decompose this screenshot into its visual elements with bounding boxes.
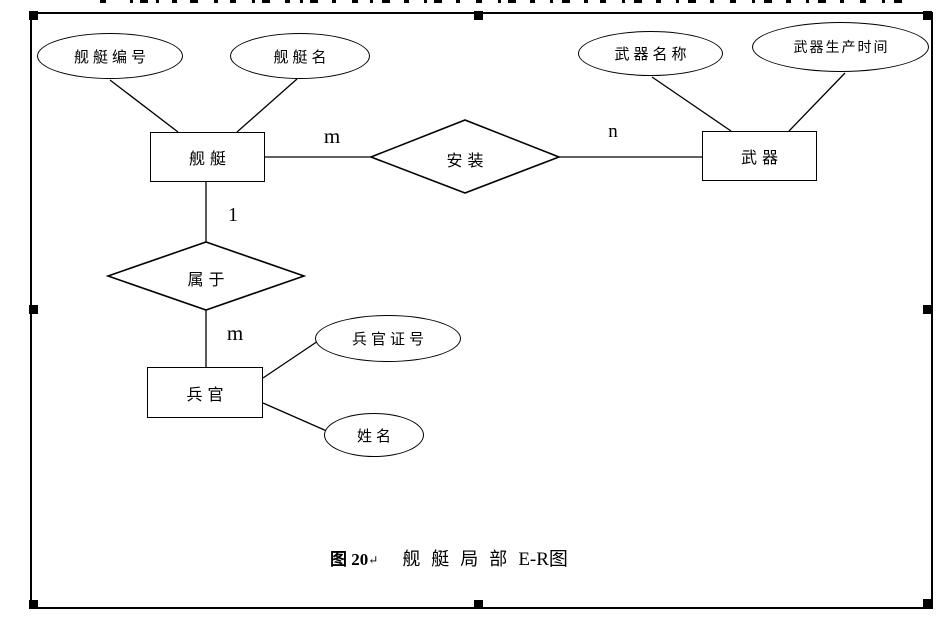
figure-number: 图 20 [330, 550, 369, 569]
attribute-label: 武器生产时间 [793, 41, 890, 56]
relationship-belong-diamond[interactable] [105, 241, 307, 311]
attribute-label: 武器名称 [614, 47, 691, 63]
attribute-warship-name[interactable]: 舰艇名 [230, 33, 370, 79]
entity-weapon[interactable]: 武器 [702, 131, 817, 181]
caption-title-zh: 舰艇局部 [402, 549, 519, 569]
figure-caption[interactable]: 图 20↵ 舰艇局部E-R图 [330, 544, 568, 571]
relationship-belong-label: 属于 [187, 272, 230, 289]
selection-handle-bottom-middle[interactable] [474, 600, 483, 609]
cardinality-m-belong-officer: m [226, 321, 244, 345]
attribute-label: 舰艇名 [273, 49, 331, 66]
return-mark: ↵ [368, 553, 379, 567]
selection-handle-middle-right[interactable] [923, 305, 932, 314]
attribute-person-name[interactable]: 姓名 [324, 413, 424, 457]
selection-handle-bottom-right[interactable] [923, 599, 932, 608]
connector-weaponname-weapon[interactable] [651, 76, 732, 132]
selection-handle-top-left[interactable] [29, 11, 38, 20]
connector-warshipno-warship[interactable] [109, 79, 179, 133]
cardinality-n-install-weapon: n [608, 121, 618, 142]
entity-officer[interactable]: 兵官 [147, 367, 263, 418]
attribute-weapon-name[interactable]: 武器名称 [578, 31, 723, 76]
selection-handle-top-middle[interactable] [474, 11, 483, 20]
drawing-canvas-frame[interactable] [30, 12, 933, 609]
selection-handle-top-right[interactable] [923, 11, 932, 20]
connector-prodtime-weapon[interactable] [788, 72, 846, 132]
cardinality-1-warship-belong: 1 [228, 204, 238, 226]
connector-lines [109, 72, 846, 433]
attribute-label: 姓名 [356, 428, 395, 445]
connector-warshipname-warship[interactable] [236, 78, 298, 133]
selection-handle-middle-left[interactable] [29, 305, 38, 314]
relationship-install-diamond[interactable] [368, 119, 562, 194]
cardinality-m-warship-install: m [323, 124, 341, 148]
attribute-officer-id[interactable]: 兵官证号 [315, 315, 461, 362]
entity-warship[interactable]: 舰艇 [150, 132, 265, 182]
caption-title-suffix: E-R图 [518, 549, 568, 570]
attribute-label: 舰艇编号 [73, 49, 150, 66]
attribute-weapon-production-time[interactable]: 武器生产时间 [752, 22, 929, 72]
attribute-warship-number[interactable]: 舰艇编号 [37, 33, 183, 79]
connector-officer-name[interactable] [262, 402, 330, 433]
selection-handle-bottom-left[interactable] [29, 600, 38, 609]
attribute-label: 兵官证号 [351, 332, 428, 348]
entity-label: 舰艇 [188, 151, 231, 168]
entity-label: 兵官 [186, 386, 229, 404]
entity-label: 武器 [740, 150, 783, 167]
connector-officer-officerid[interactable] [262, 340, 319, 379]
relationship-install-label: 安装 [446, 153, 489, 170]
cropped-text-fragments [100, 0, 902, 3]
